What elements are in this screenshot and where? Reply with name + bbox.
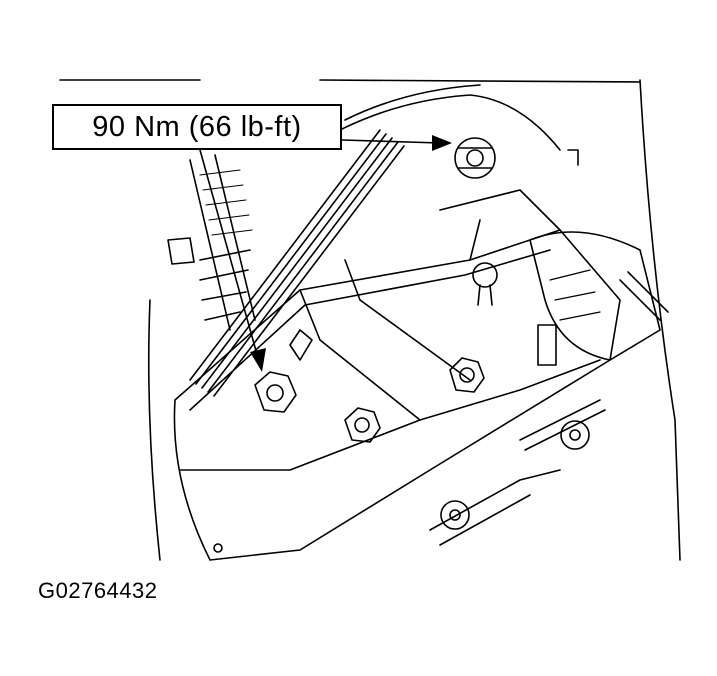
reference-hole — [213, 543, 223, 553]
mount-bracket-body — [173, 229, 621, 561]
retaining-clip — [167, 237, 195, 265]
bracket-inner-edge — [189, 249, 551, 411]
arrow-icon — [250, 348, 266, 372]
bolt-icon — [440, 500, 470, 530]
nut-icon — [449, 357, 485, 393]
frame-outline-left — [147, 299, 161, 561]
frame-top-edge — [59, 79, 641, 83]
bracket-lower-edge — [179, 359, 601, 471]
bolt-icon — [454, 137, 496, 179]
bolt-icon — [472, 262, 498, 306]
heat-shield-ribs — [549, 269, 601, 321]
bracket-side-flange — [299, 259, 471, 421]
bolt-icon — [560, 420, 590, 450]
cable-strap — [619, 271, 669, 321]
frame-outline-right — [639, 79, 681, 561]
torque-specification-label: 90 Nm (66 lb-ft) — [92, 110, 302, 143]
torque-callout-box: 90 Nm (66 lb-ft) — [52, 104, 342, 150]
nut-icon — [254, 329, 313, 413]
support-post — [189, 154, 256, 331]
arrow-icon — [432, 135, 452, 151]
wire-harness — [189, 129, 405, 397]
figure-identifier: G02764432 — [38, 578, 158, 603]
nut-icon — [344, 407, 381, 443]
bracket-rear-flange — [439, 189, 561, 261]
lower-bracket-arm — [429, 469, 561, 546]
harness-upper-run — [339, 84, 561, 151]
bolt-icon — [537, 324, 557, 366]
reference-mark — [567, 149, 579, 166]
link-rod — [519, 399, 606, 451]
heat-shield — [529, 231, 661, 361]
leader-line-lower — [199, 149, 259, 359]
support-post-hatching — [199, 169, 253, 236]
leader-line-upper — [341, 139, 441, 144]
